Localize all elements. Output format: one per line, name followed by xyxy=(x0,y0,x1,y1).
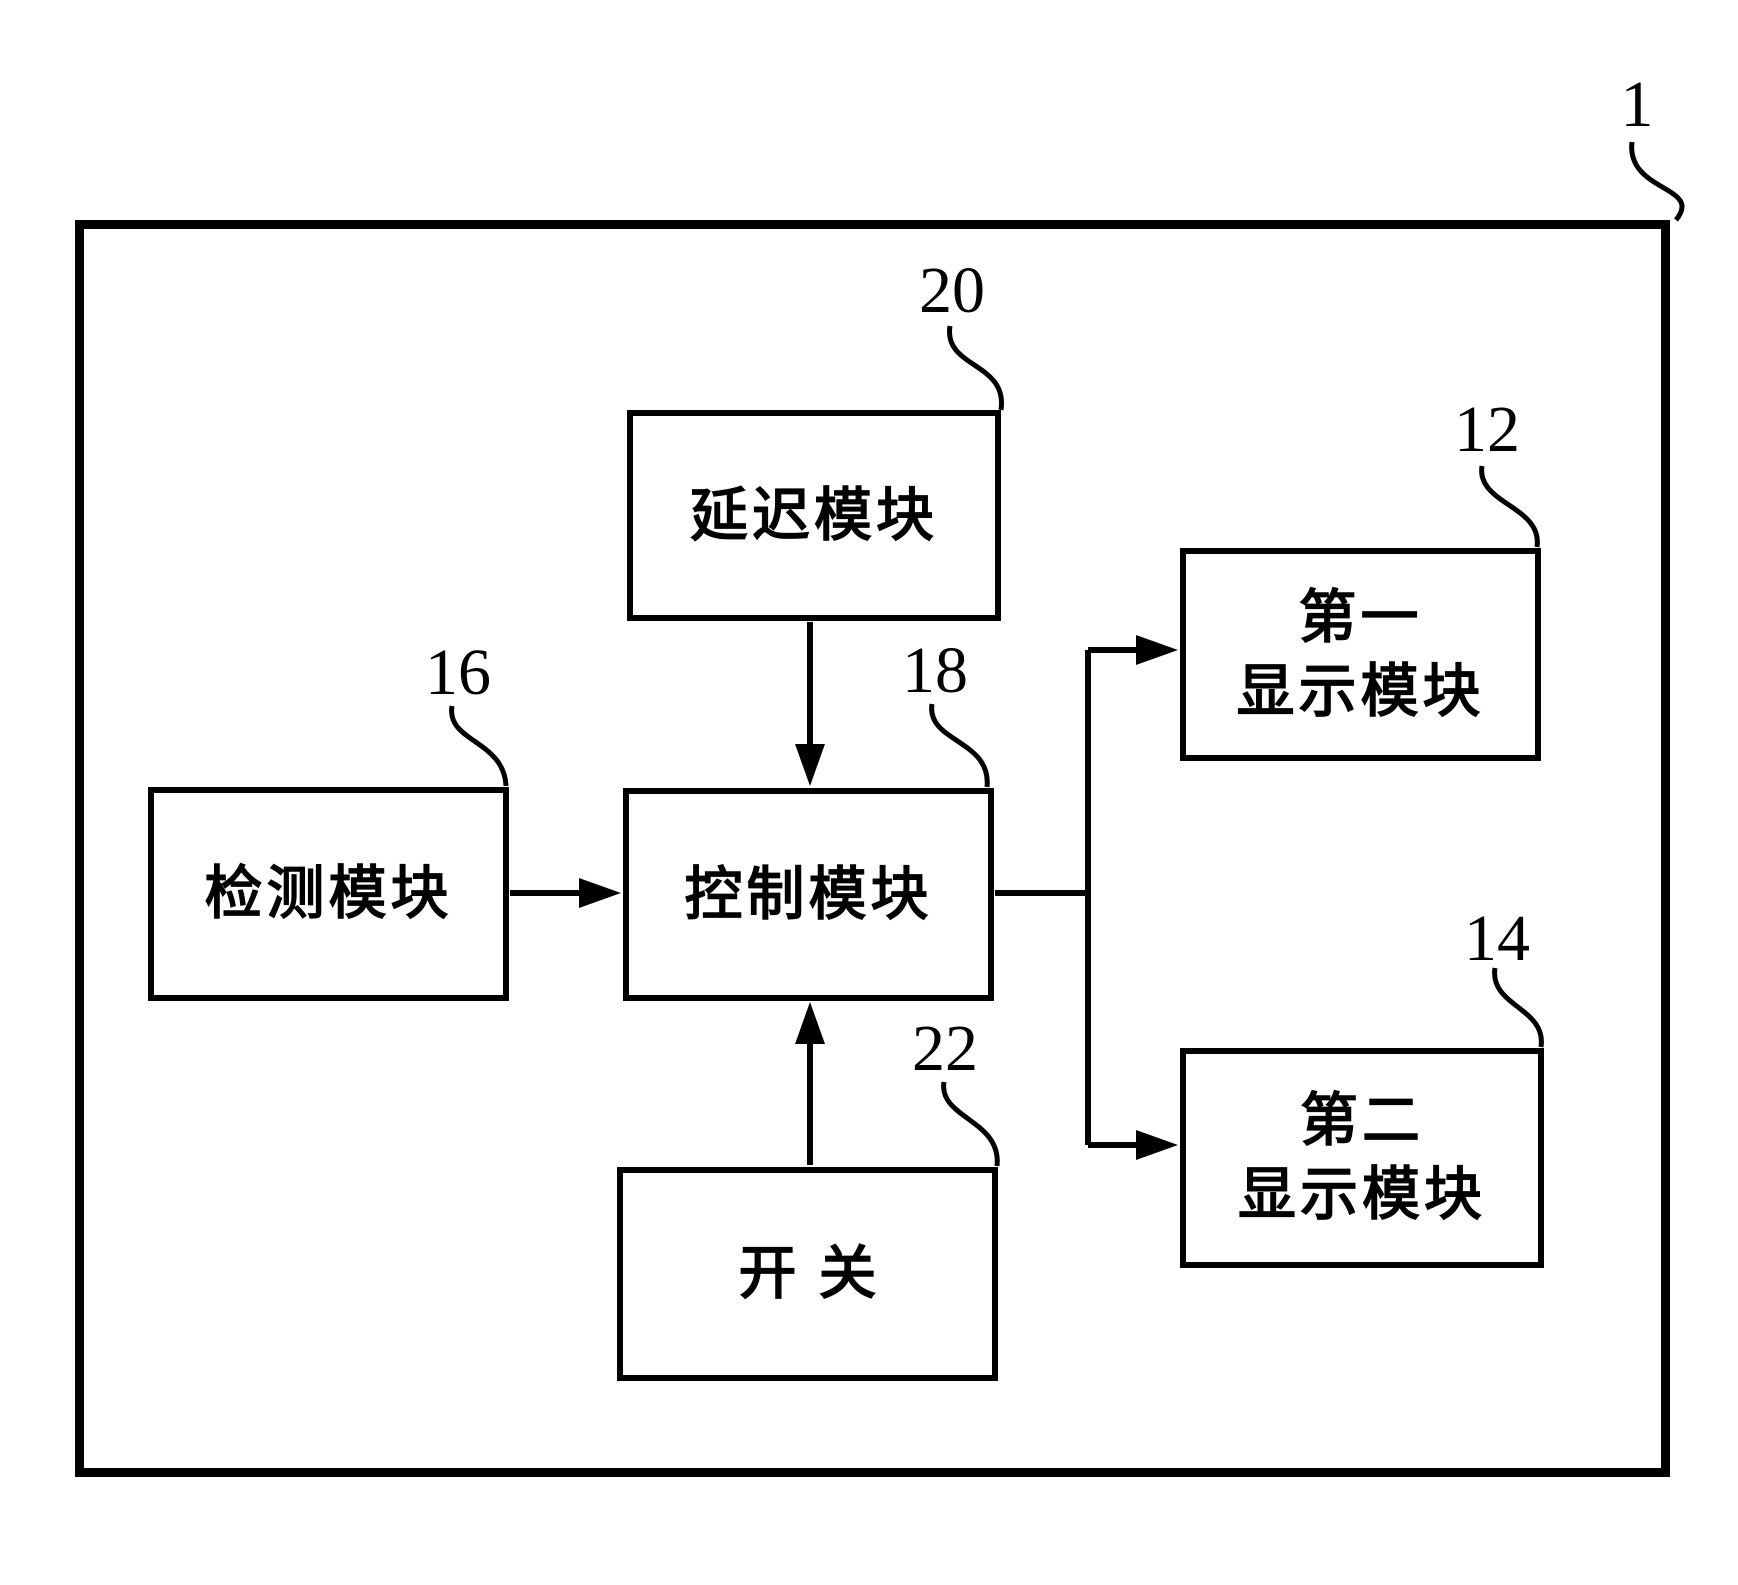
device-outline-box xyxy=(75,220,1670,1477)
delay-module-box: 延迟模块 xyxy=(627,410,1001,621)
ref-numeral-12: 12 xyxy=(1454,393,1520,466)
leader-line-ref-20 xyxy=(947,325,1004,411)
ref-numeral-18: 18 xyxy=(902,634,968,707)
control-module-box: 控制模块 xyxy=(623,788,994,1001)
arrowhead-control-to-display2-icon xyxy=(1136,1130,1178,1160)
leader-line-ref-14 xyxy=(1492,967,1544,1048)
first-display-module-box: 第一 显示模块 xyxy=(1180,548,1541,761)
ref-numeral-22: 22 xyxy=(912,1012,978,1085)
arrowhead-switch-to-control-icon xyxy=(795,1002,825,1044)
ref-numeral-1: 1 xyxy=(1620,68,1654,141)
arrowhead-delay-to-control-icon xyxy=(795,744,825,786)
second-display-module-box: 第二 显示模块 xyxy=(1180,1048,1544,1268)
delay-module-label: 延迟模块 xyxy=(689,482,938,548)
second-display-label-line1: 第二 xyxy=(1299,1088,1424,1153)
switch-module-label: 开关 xyxy=(738,1241,899,1306)
arrowhead-detect-to-control-icon xyxy=(579,878,621,908)
first-display-label-line2: 显示模块 xyxy=(1236,658,1485,724)
second-display-label-line2: 显示模块 xyxy=(1237,1162,1486,1227)
leader-line-ref-1 xyxy=(1629,141,1685,222)
switch-module-box: 开关 xyxy=(617,1167,998,1381)
control-module-label: 控制模块 xyxy=(684,861,933,927)
detect-module-box: 检测模块 xyxy=(148,787,509,1001)
leader-line-ref-22 xyxy=(941,1081,1000,1167)
ref-numeral-16: 16 xyxy=(425,636,491,709)
first-display-label-line1: 第一 xyxy=(1298,584,1423,650)
leader-line-ref-12 xyxy=(1479,465,1540,548)
leader-line-ref-18 xyxy=(929,703,990,788)
ref-numeral-20: 20 xyxy=(919,254,985,327)
arrowhead-control-to-display1-icon xyxy=(1136,635,1178,665)
detect-module-label: 检测模块 xyxy=(204,861,453,926)
leader-line-ref-16 xyxy=(449,705,509,787)
ref-numeral-14: 14 xyxy=(1464,902,1530,975)
